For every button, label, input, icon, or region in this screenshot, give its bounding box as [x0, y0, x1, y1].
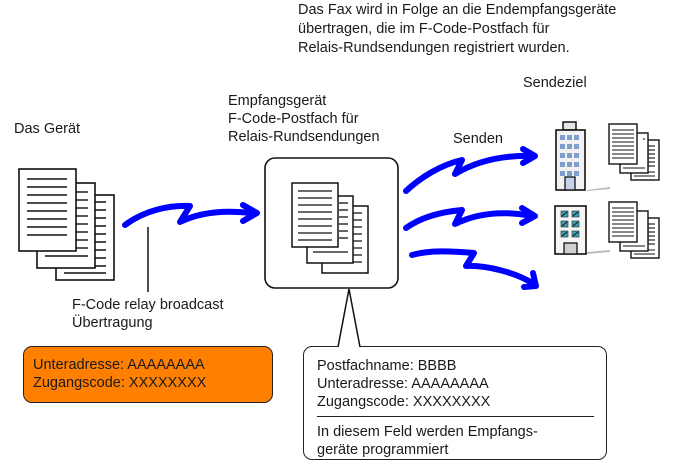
source-subaddress: Unteradresse: AAAAAAAA [33, 357, 205, 373]
receiver-subaddress: Unteradresse: AAAAAAAA [317, 376, 489, 392]
destination-document-stack-icon [608, 123, 660, 181]
source-label: Das Gerät [14, 121, 81, 137]
send-arrow-icon [403, 152, 535, 194]
send-arrow-icon [409, 248, 537, 287]
callout-pointer [337, 288, 361, 348]
receiver-access-code: Zugangscode: XXXXXXXX [317, 394, 491, 410]
send-arrowhead-icon [521, 270, 539, 290]
header-line: Das Fax wird in Folge an die Endempfangs… [298, 2, 617, 18]
relay-arrow-icon [122, 202, 255, 228]
send-arrowhead-icon [520, 146, 538, 166]
header-line: Relais-Rundsendungen registriert wurden. [298, 40, 570, 56]
source-document-stack-icon [18, 168, 115, 281]
office-building-icon [555, 121, 610, 191]
receiver-settings-callout: Postfachname: BBBB Unteradresse: AAAAAAA… [303, 346, 607, 460]
send-label: Senden [453, 131, 503, 147]
callout-divider [317, 416, 594, 417]
send-arrows [403, 146, 539, 290]
callout-note-line: In diesem Feld werden Empfangs- [317, 424, 538, 440]
receiver-label-line: F-Code-Postfach für [228, 111, 359, 127]
relay-transmission-line: Übertragung [72, 315, 153, 331]
send-arrowhead-icon [519, 205, 538, 226]
source-access-code: Zugangscode: XXXXXXXX [33, 375, 207, 391]
callout-pointer-join [339, 345, 359, 348]
mailbox-name: Postfachname: BBBB [317, 358, 457, 374]
office-building-icon [554, 205, 610, 255]
receiver-document-stack-icon [291, 182, 369, 274]
destinations-label: Sendeziel [523, 75, 587, 91]
receiver-label-line: Empfangsgerät [228, 93, 327, 109]
receiver-label-line: Relais-Rundsendungen [228, 129, 380, 145]
callout-note-line: geräte programmiert [317, 442, 449, 458]
relay-transmission-line: F-Code relay broadcast [72, 297, 224, 313]
send-arrow-icon [403, 207, 535, 231]
relay-arrowhead-icon [240, 202, 260, 224]
header-line: übertragen, die im F-Code-Postfach für [298, 21, 550, 37]
source-settings-box: Unteradresse: AAAAAAAA Zugangscode: XXXX… [23, 346, 273, 403]
destination-document-stack-icon [608, 201, 660, 259]
